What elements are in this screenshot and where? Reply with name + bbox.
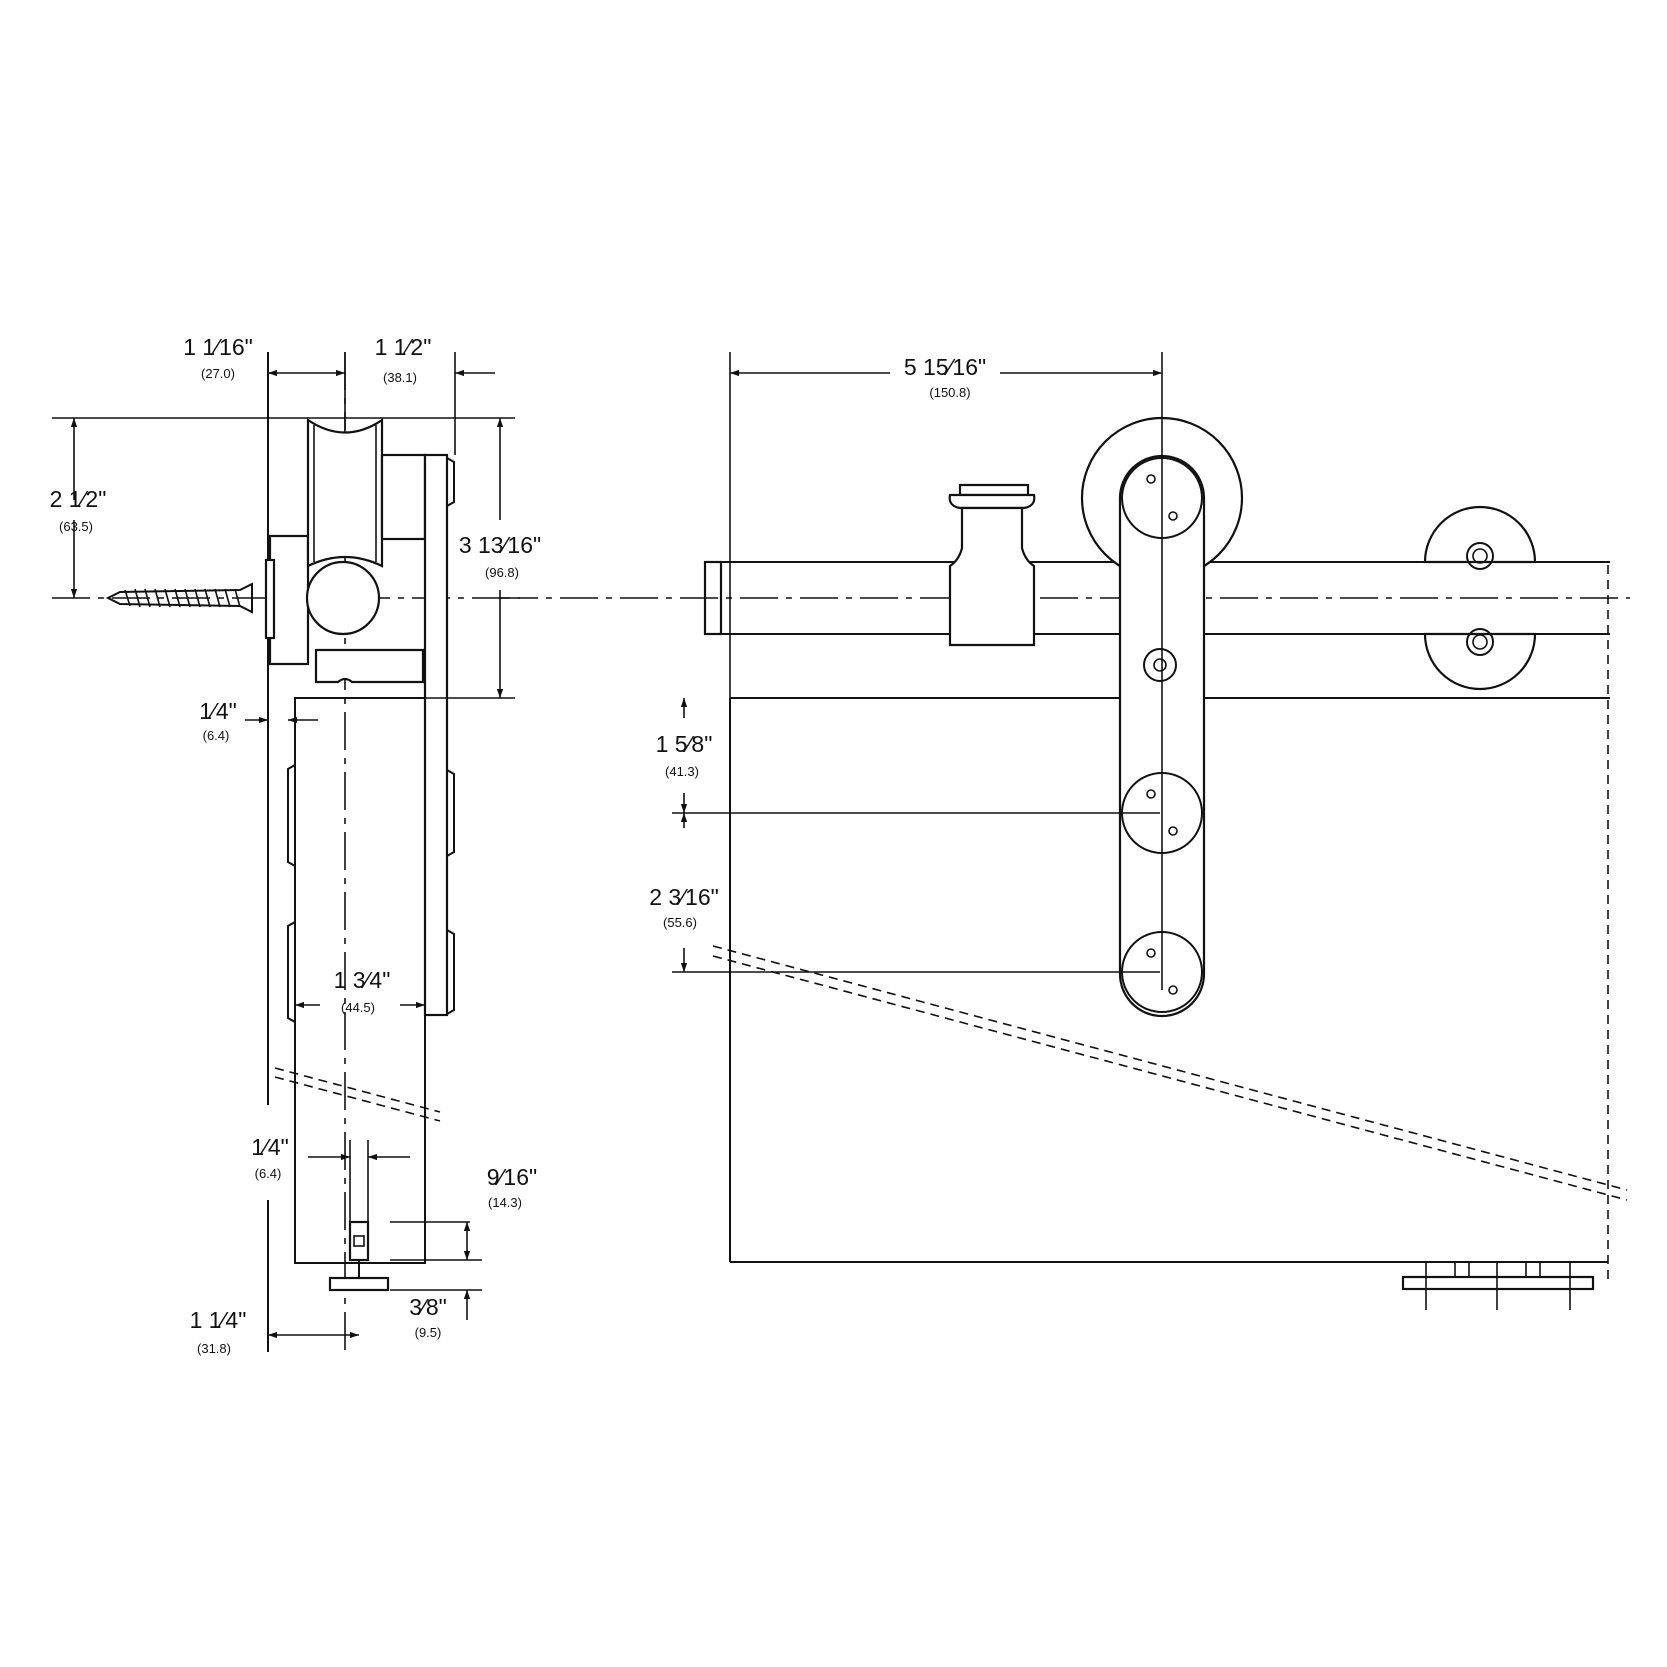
rail-stop xyxy=(948,483,1036,647)
dim-3-8-inch: 3⁄8" xyxy=(409,1294,447,1320)
rail-cross-section xyxy=(305,560,381,636)
dim-1-5-8-inch: 1 5⁄8" xyxy=(656,731,713,757)
dim-1-1-16-mm: (27.0) xyxy=(201,366,235,381)
dim-2-3-16-inch: 2 3⁄16" xyxy=(649,884,719,910)
axle-bolt xyxy=(1143,648,1177,682)
dim-1-1-2-inch: 1 1⁄2" xyxy=(375,334,432,360)
dim-3-13-16-inch: 3 13⁄16" xyxy=(459,532,541,558)
strap-bolt-head xyxy=(446,929,455,1015)
dim-1-3-4-mm: (44.5) xyxy=(341,1000,375,1015)
break-line xyxy=(274,1076,441,1122)
bolt-hole xyxy=(1168,511,1178,521)
break-line xyxy=(274,1067,441,1113)
dim-1-1-4-mm: (31.8) xyxy=(197,1341,231,1356)
side-view xyxy=(52,352,520,1352)
dim-1-4-bottom-mm: (6.4) xyxy=(255,1166,282,1181)
dim-1-5-8-mm: (41.3) xyxy=(665,764,699,779)
bolt-hole xyxy=(1168,985,1178,995)
floor-guide-front xyxy=(1401,1261,1595,1310)
bolt-hole xyxy=(1146,789,1156,799)
dim-1-1-2-mm: (38.1) xyxy=(383,370,417,385)
dim-9-16-mm: (14.3) xyxy=(488,1195,522,1210)
axle-bolt-center xyxy=(1153,658,1167,672)
break-line xyxy=(712,955,1628,1201)
anti-jump-block xyxy=(314,648,425,684)
dim-2-1-2-inch: 2 1⁄2" xyxy=(50,486,107,512)
dim-1-3-4-inch: 1 3⁄4" xyxy=(334,967,391,993)
break-line xyxy=(712,945,1628,1191)
dim-3-13-16-mm: (96.8) xyxy=(485,565,519,580)
dim-2-1-2-mm: (63.5) xyxy=(59,519,93,534)
dimension-lines xyxy=(70,352,1162,1339)
door-bolt-cap xyxy=(287,764,296,867)
lag-screw xyxy=(105,582,253,614)
roller-wheel-section xyxy=(306,417,384,568)
front-view xyxy=(500,352,1630,1310)
door-bolt-cap xyxy=(287,921,296,1023)
dim-5-15-16-inch: 5 15⁄16" xyxy=(904,354,986,380)
bolt-hole xyxy=(1146,948,1156,958)
dim-1-4-top-mm: (6.4) xyxy=(203,728,230,743)
dimension-labels: 1 1⁄16" (27.0) 1 1⁄2" (38.1) 2 1⁄2" (63.… xyxy=(50,334,987,1356)
dim-1-4-bottom-inch: 1⁄4" xyxy=(251,1134,289,1160)
dim-9-16-inch: 9⁄16" xyxy=(487,1164,537,1190)
dim-5-15-16-mm: (150.8) xyxy=(929,385,970,400)
dim-1-4-top-inch: 1⁄4" xyxy=(199,698,237,724)
dim-2-3-16-mm: (55.6) xyxy=(663,915,697,930)
bolt-hole xyxy=(1168,826,1178,836)
hub xyxy=(380,453,427,541)
bolt-hole xyxy=(1146,474,1156,484)
dim-1-1-16-inch: 1 1⁄16" xyxy=(183,334,253,360)
wall-spacer xyxy=(268,534,310,666)
wall-spacer-plate xyxy=(264,558,276,640)
hanger-strap xyxy=(423,453,449,1017)
strap-bolt-head xyxy=(446,457,455,507)
wall-bracket xyxy=(1423,505,1537,691)
dim-3-8-mm: (9.5) xyxy=(415,1325,442,1340)
floor-guide xyxy=(328,1220,470,1292)
dim-1-1-4-inch: 1 1⁄4" xyxy=(190,1307,247,1333)
strap-bolt-head xyxy=(446,769,455,857)
